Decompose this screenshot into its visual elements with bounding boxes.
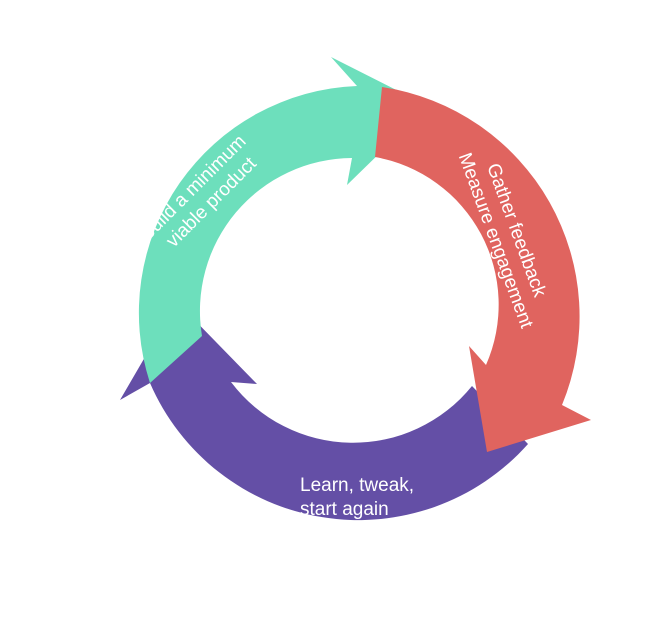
learn-label-line-1: Learn, tweak, <box>300 475 414 496</box>
learn-label: Learn, tweak, start again <box>300 475 419 520</box>
build-arrow <box>138 57 428 383</box>
learn-label-line-2: start again <box>300 499 389 520</box>
learn-arrow <box>120 302 528 521</box>
svg-text:Learn, tweak, start agai: Learn, tweak, start again <box>300 475 419 520</box>
measure-arrow <box>375 87 591 452</box>
